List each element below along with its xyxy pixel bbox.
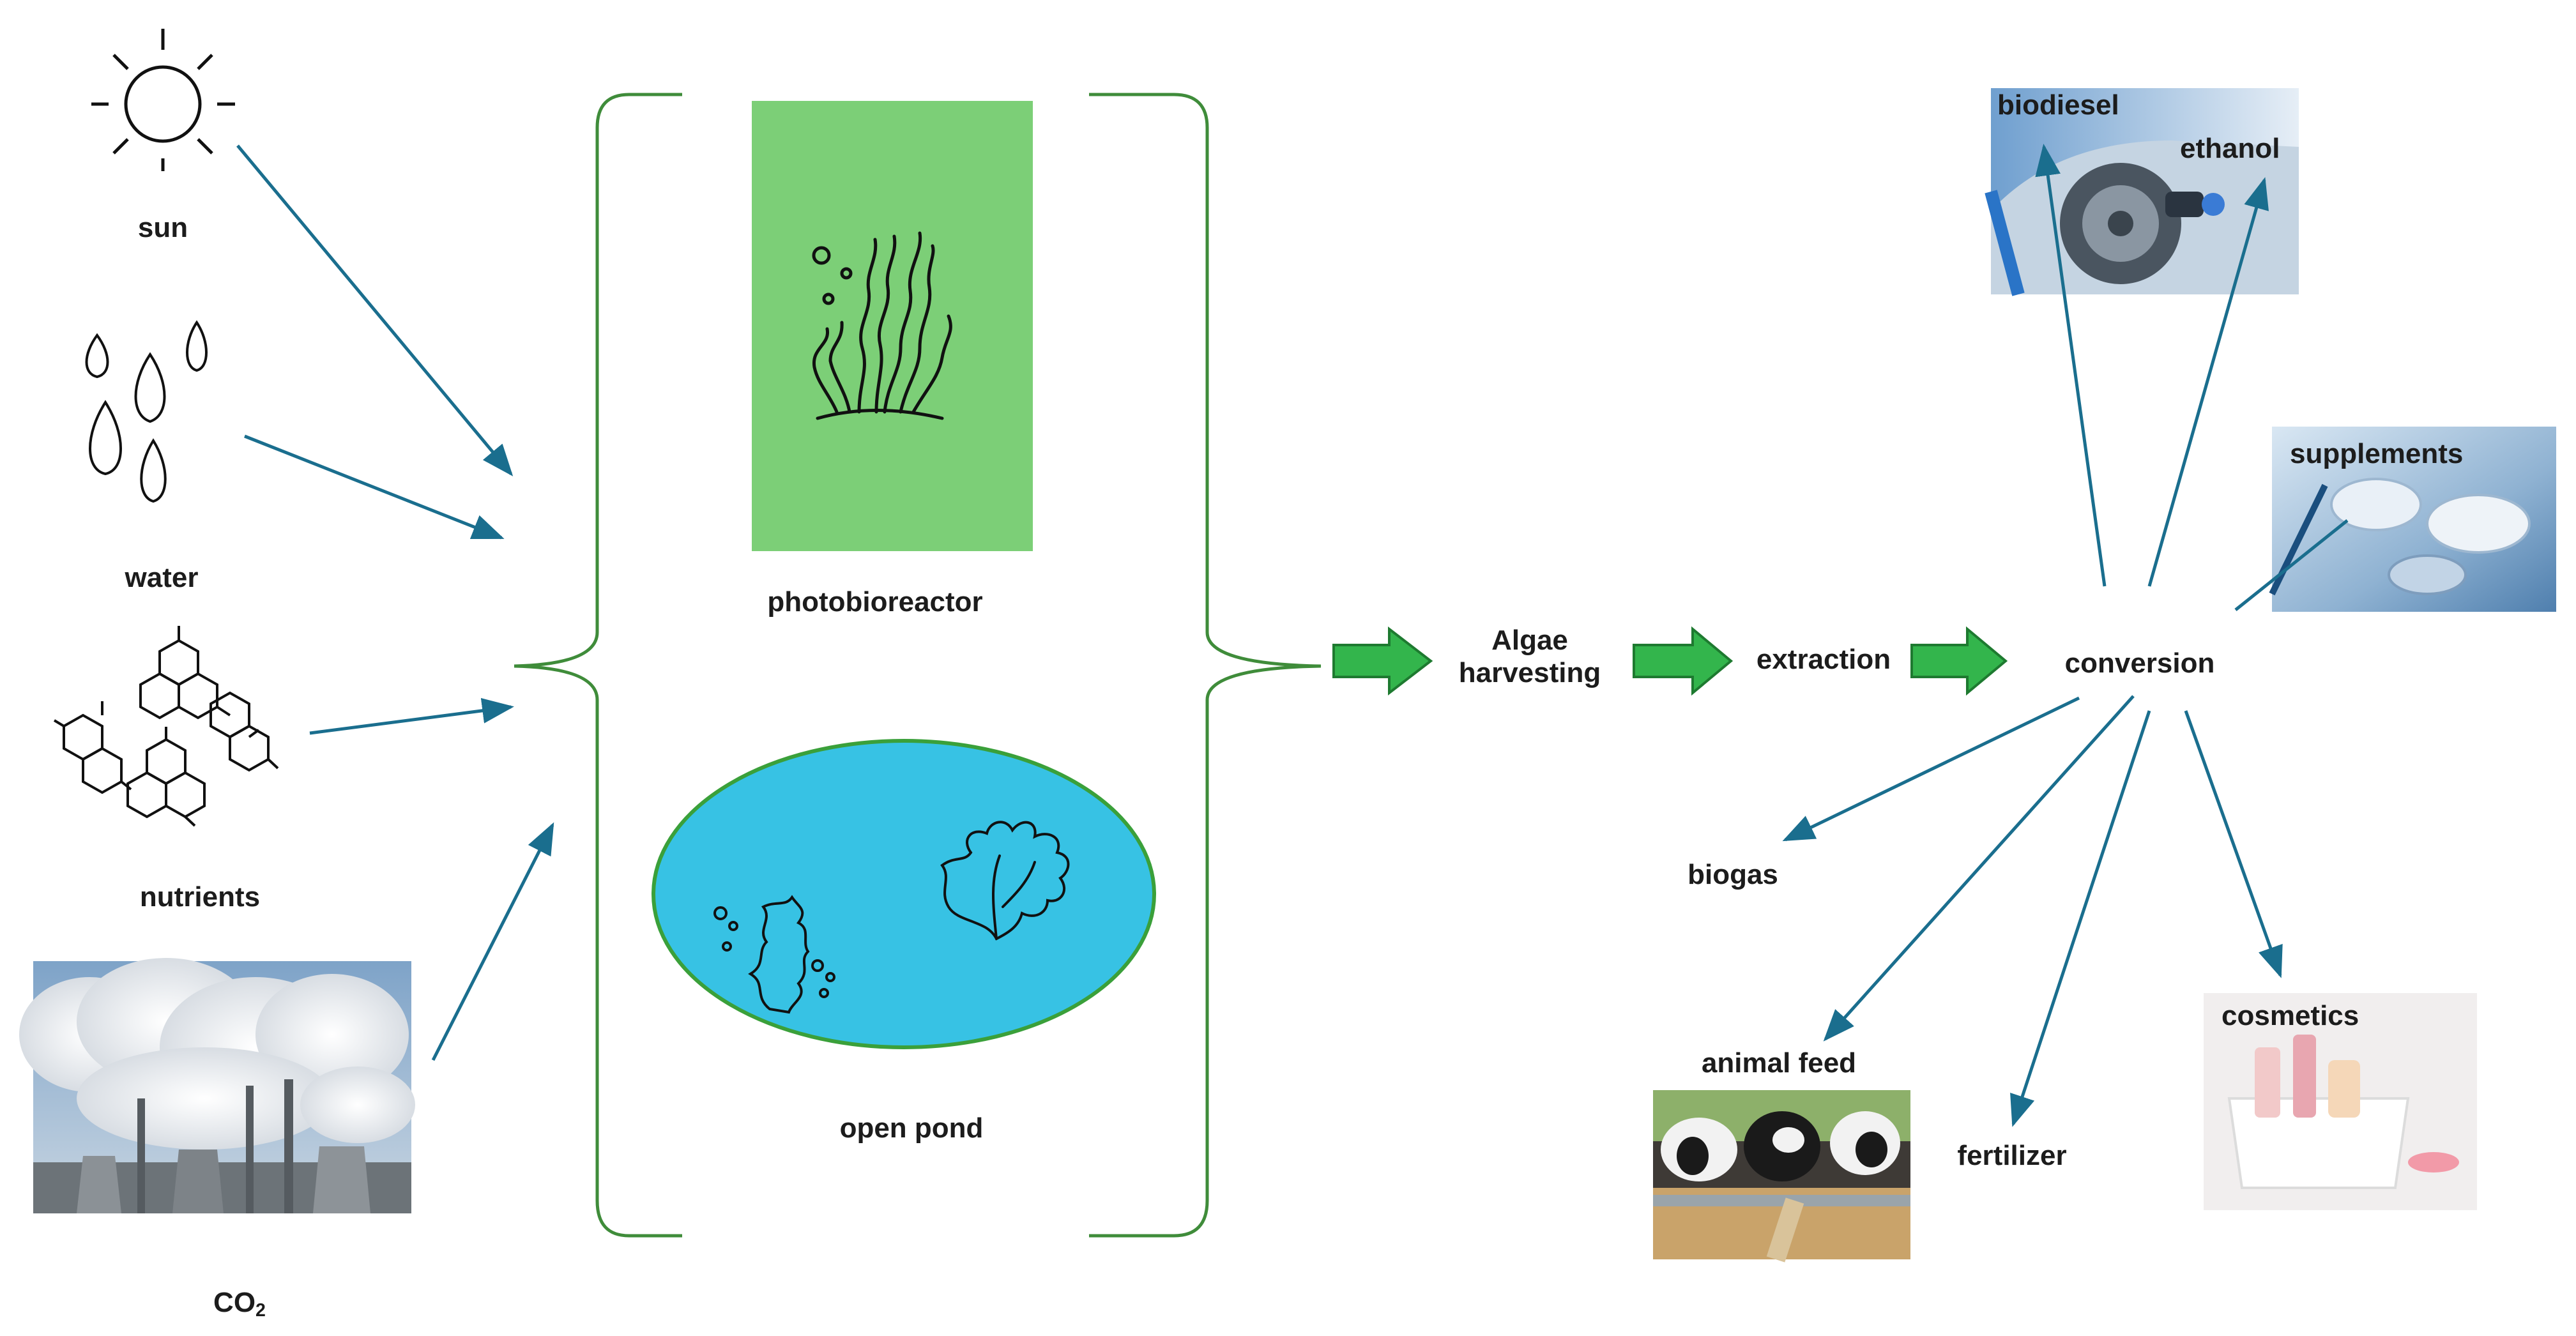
co2-label-main: CO (213, 1287, 256, 1318)
arrow-biodiesel (2035, 144, 2107, 587)
nutrients-molecule-icon (53, 626, 279, 827)
process-arrows (1332, 626, 2008, 696)
fertilizer-label: fertilizer (1957, 1140, 2067, 1171)
biodiesel-label: biodiesel (1997, 89, 2119, 121)
arrow-nutrients (309, 697, 514, 735)
arrow-to-conversion (1910, 626, 2008, 696)
sun-icon (91, 29, 235, 171)
extraction-label: extraction (1756, 644, 1891, 675)
right-brace (1089, 93, 1322, 1238)
car-charging-photo (1985, 88, 2299, 296)
harvesting-label: Algae harvesting (1459, 625, 1601, 689)
conversion-label: conversion (2064, 648, 2215, 679)
photobioreactor-label: photobioreactor (767, 586, 983, 618)
arrow-to-extraction (1633, 626, 1734, 696)
arrow-supplements (2234, 519, 2349, 611)
arrow-co2 (431, 822, 554, 1061)
cosmetics-photo (2204, 993, 2477, 1210)
input-arrows (236, 144, 554, 1061)
arrow-animal-feed (1823, 695, 2135, 1042)
animal-feed-photo (1653, 1090, 1910, 1263)
cosmetics-label: cosmetics (2222, 1000, 2359, 1031)
arrow-cosmetics (2184, 710, 2283, 978)
water-drops-icon (85, 320, 208, 503)
animal-feed-label: animal feed (1701, 1047, 1857, 1079)
arrow-ethanol (2147, 177, 2269, 587)
power-plant-photo (19, 958, 415, 1213)
seaweed-icon (812, 231, 952, 420)
open-pond-label: open pond (839, 1112, 984, 1144)
output-arrows (1782, 144, 2349, 1127)
left-brace (514, 93, 682, 1238)
biogas-label: biogas (1688, 859, 1778, 890)
sun-label: sun (137, 212, 188, 243)
arrow-water (244, 434, 505, 540)
harvesting-label-line1: Algae (1491, 625, 1568, 656)
ethanol-label: ethanol (2180, 133, 2280, 164)
arrow-sun (236, 144, 514, 476)
co2-label: CO2 (213, 1287, 266, 1321)
harvesting-label-line2: harvesting (1458, 657, 1601, 688)
arrow-to-harvesting (1332, 626, 1433, 696)
open-pond-basin (652, 739, 1156, 1049)
supplements-pills-photo (2269, 427, 2556, 612)
arrow-fertilizer (2010, 710, 2151, 1127)
supplements-label: supplements (2290, 438, 2464, 469)
co2-label-subscript: 2 (255, 1300, 266, 1321)
photobioreactor-tank (752, 101, 1033, 551)
nutrients-label: nutrients (139, 881, 261, 913)
algae-icon (713, 821, 1070, 1014)
arrow-biogas (1782, 696, 2080, 842)
water-label: water (125, 562, 199, 593)
